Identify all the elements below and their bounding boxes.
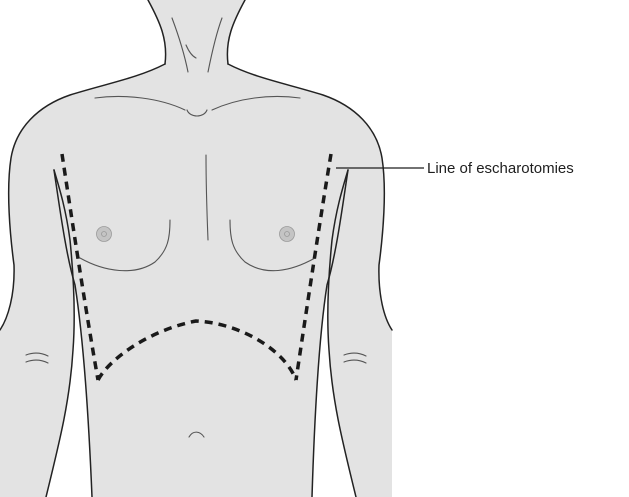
nipple-left [97, 227, 112, 242]
callout-label: Line of escharotomies [427, 160, 574, 177]
torso-silhouette [0, 0, 392, 497]
nipple-right [280, 227, 295, 242]
